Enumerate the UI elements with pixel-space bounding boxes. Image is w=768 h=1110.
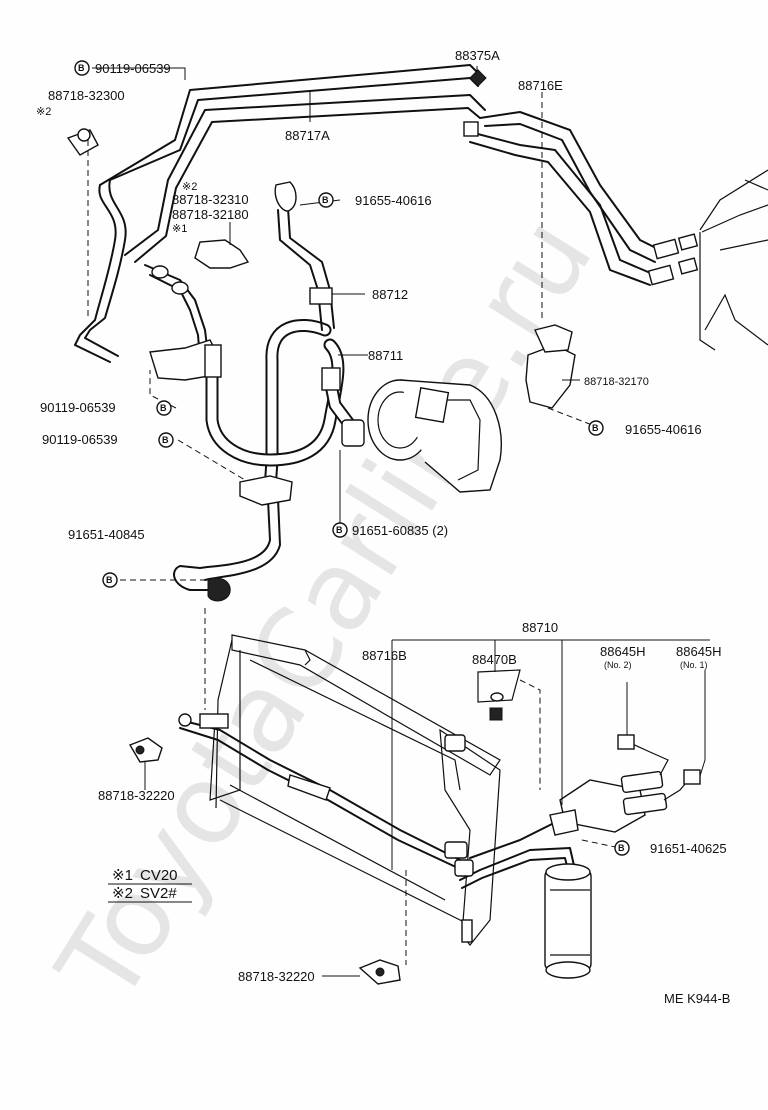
legend-mark-2: ※2 <box>112 885 133 902</box>
svg-text:91651-40845: 91651-40845 <box>68 527 145 542</box>
svg-text:90119-06539: 90119-06539 <box>42 432 118 447</box>
svg-text:90119-06539: 90119-06539 <box>40 400 116 415</box>
label-88718-32170[interactable]: 88718-32170 <box>584 376 649 388</box>
label-88717A[interactable]: 88717A <box>285 128 330 143</box>
label-88711[interactable]: 88711 <box>368 348 403 363</box>
legend: ※1 CV20 ※2 SV2# <box>108 867 192 903</box>
clamp-88718-32220-bottom[interactable] <box>358 959 401 985</box>
bolt-b-icon: B <box>162 435 169 445</box>
bolt-b-icon: B <box>78 63 85 73</box>
legend-text-1: CV20 <box>140 867 178 884</box>
label-88645H-no2-sub: (No. 2) <box>604 660 632 670</box>
compressor <box>341 379 502 493</box>
bolt-b-icon: B <box>160 403 167 413</box>
svg-text:91651-40625: 91651-40625 <box>650 841 727 856</box>
label-88718-32300[interactable]: 88718-32300 <box>48 88 125 103</box>
clamp-88718-32300[interactable] <box>66 128 99 156</box>
nut-88375A[interactable] <box>469 69 487 87</box>
clamp-88718-32180[interactable] <box>194 239 250 269</box>
legend-text-2: SV2# <box>140 885 177 902</box>
condenser <box>209 634 501 946</box>
leader-lines <box>87 66 710 977</box>
label-88712[interactable]: 88712 <box>372 287 408 302</box>
note-88718-32300: ※2 <box>36 106 51 118</box>
engine-block <box>699 169 768 351</box>
legend-mark-1: ※1 <box>112 867 133 884</box>
bolt-b-icon: B <box>322 195 329 205</box>
label-91655-lower[interactable]: B 91655-40616 <box>588 420 702 437</box>
receiver-dryer[interactable] <box>459 804 611 979</box>
label-88710[interactable]: 88710 <box>522 620 558 635</box>
pipe-88716B[interactable] <box>178 713 461 869</box>
clamp-88718-32220-left[interactable] <box>128 737 163 763</box>
svg-text:91651-60835 (2): 91651-60835 (2) <box>352 523 448 538</box>
pressure-switch-block[interactable] <box>549 779 646 836</box>
label-88375A[interactable]: 88375A <box>455 48 500 63</box>
label-88645H-no1-sub: (No. 1) <box>680 660 708 670</box>
label-91651-40845[interactable]: 91651-40845 B <box>68 527 145 588</box>
pipe-liquid-line[interactable] <box>173 497 281 602</box>
svg-text:91655-40616: 91655-40616 <box>625 422 702 437</box>
note-88718-32180: ※1 <box>172 223 187 235</box>
bracket-88718-32170[interactable] <box>525 324 576 409</box>
pressure-switch-no2[interactable] <box>617 682 669 794</box>
svg-text:91655-40616: 91655-40616 <box>355 193 432 208</box>
hose-88712[interactable] <box>274 181 341 391</box>
label-88718-32220-left[interactable]: 88718-32220 <box>98 788 175 803</box>
bracket-center[interactable] <box>239 475 293 506</box>
valve-88470B[interactable] <box>477 669 521 721</box>
label-90119-top[interactable]: B 90119-06539 <box>74 60 171 76</box>
bracket-left[interactable] <box>149 339 222 381</box>
note-88718-32310: ※2 <box>182 181 197 193</box>
svg-text:90119-06539: 90119-06539 <box>95 61 171 76</box>
label-88645H-no1[interactable]: 88645H <box>676 644 722 659</box>
label-88718-32310[interactable]: 88718-32310 <box>172 192 249 207</box>
pipe-88716E[interactable] <box>463 111 699 286</box>
label-88718-32180[interactable]: 88718-32180 <box>172 207 249 222</box>
label-90119-mid1[interactable]: 90119-06539 B <box>40 400 172 416</box>
label-88645H-no2[interactable]: 88645H <box>600 644 646 659</box>
condenser-fittings[interactable] <box>444 734 474 877</box>
label-91651-40625[interactable]: B 91651-40625 <box>614 840 727 856</box>
label-88470B[interactable]: 88470B <box>472 652 517 667</box>
label-88716E[interactable]: 88716E <box>518 78 563 93</box>
hose-88711[interactable] <box>205 318 357 497</box>
footer-code: ME K944-B <box>664 991 730 1006</box>
label-90119-mid2[interactable]: 90119-06539 B <box>42 432 174 448</box>
pressure-switch-no1[interactable] <box>622 670 706 816</box>
label-88718-32220-bottom[interactable]: 88718-32220 <box>238 969 315 984</box>
bolt-b-icon: B <box>336 525 343 535</box>
label-91655-upper[interactable]: B 91655-40616 <box>318 192 432 208</box>
label-88716B[interactable]: 88716B <box>362 648 407 663</box>
bolt-b-icon: B <box>106 575 113 585</box>
bolt-b-icon: B <box>618 843 625 853</box>
bolt-b-icon: B <box>592 423 599 433</box>
label-91651-60835[interactable]: B 91651-60835 (2) <box>332 522 448 538</box>
pipe-88717A[interactable] <box>74 64 486 363</box>
